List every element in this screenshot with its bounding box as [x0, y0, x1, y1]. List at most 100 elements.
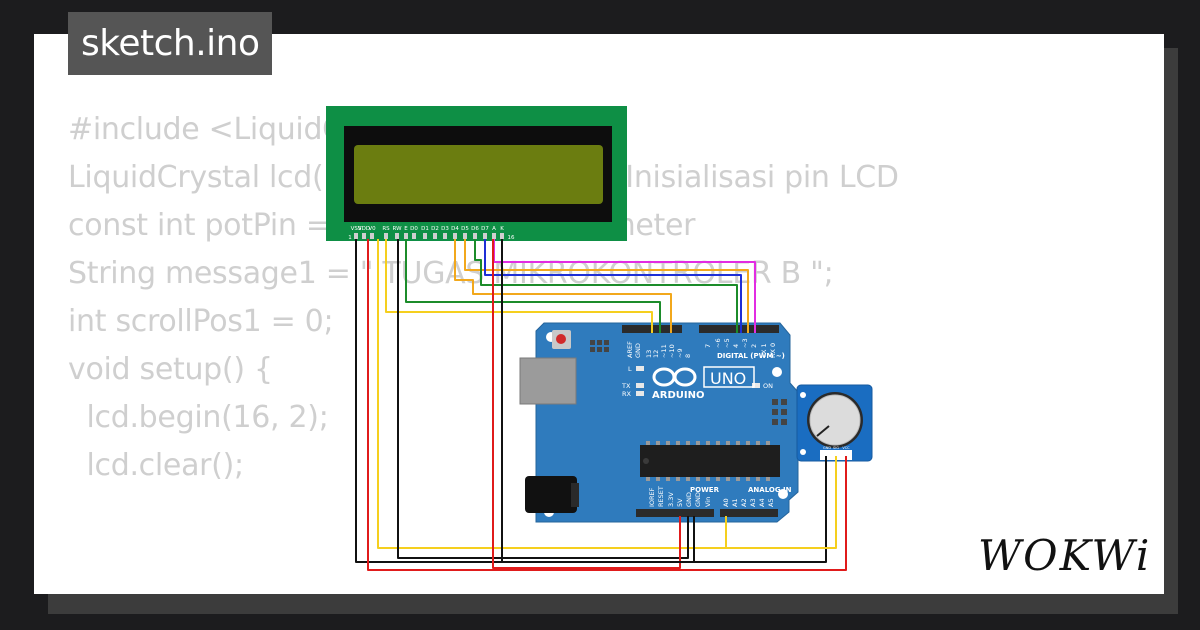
digital-pin-labels: AREF GND 13 12 ~11 ~10 ~9 8 7 ~6 ~5 4 ~3…	[626, 338, 777, 359]
code-line: void setup() {	[68, 352, 273, 387]
lcd-display[interactable]: VSS VDD V0 RS RW E D0 D1 D2 D3 D4 D5 D6 …	[326, 106, 627, 241]
lcd-screen	[354, 145, 603, 204]
potentiometer[interactable]: GND SIG VCC	[796, 384, 873, 462]
pin-label: RX 0	[769, 343, 777, 358]
pin-label: 4	[732, 344, 740, 348]
lcd-pin-label: V0	[368, 226, 376, 232]
wire-red-a[interactable]	[492, 239, 681, 569]
code-line: lcd.begin(16, 2);	[68, 400, 329, 435]
pin-label: IOREF	[648, 487, 656, 507]
arduino-model: UNO	[710, 369, 746, 388]
model-badge	[703, 366, 755, 388]
pin-label: A5	[767, 498, 775, 507]
pin-label: 12	[652, 350, 660, 358]
led-label: L	[628, 365, 632, 373]
project-title: sketch.ino	[68, 12, 273, 75]
power-header	[636, 509, 714, 517]
chip-pins	[646, 441, 770, 481]
pin-label: 8	[684, 354, 692, 358]
lcd-pin-label: D3	[441, 226, 449, 232]
pin-label: GND	[634, 343, 642, 358]
power-pin-labels: IOREF RESET 3.3V 5V GND GND Vin	[648, 486, 712, 507]
wire-red-vdd[interactable]	[367, 239, 847, 571]
lcd-pin-label: D5	[461, 226, 469, 232]
pin-label: 2	[750, 344, 758, 348]
wire-black-rw[interactable]	[397, 239, 689, 559]
pin-label: TX 1	[760, 343, 768, 359]
wire-orange-d5[interactable]	[454, 239, 672, 333]
lcd-pin-label: D7	[481, 226, 489, 232]
pin-label: ~10	[668, 344, 676, 358]
analog-header-label: ANALOG IN	[748, 486, 792, 494]
pin-label: A0	[722, 498, 730, 507]
pin-label: ~3	[741, 338, 749, 348]
power-header-label: POWER	[690, 486, 720, 494]
wokwi-logo: WOKWi	[978, 531, 1151, 580]
pin-label: 7	[704, 344, 712, 348]
icsp-header-right	[772, 399, 787, 425]
lcd-pin-number: 1	[348, 235, 352, 241]
led-label: RX	[622, 390, 632, 398]
lcd-pin-header	[354, 233, 504, 239]
pin-label: 3.3V	[667, 492, 675, 507]
lcd-pin-labels: VSS VDD V0 RS RW E D0 D1 D2 D3 D4 D5 D6 …	[348, 226, 515, 241]
wire-green-d4[interactable]	[405, 239, 661, 333]
lcd-pin-label: D4	[451, 226, 459, 232]
pot-indicator	[816, 425, 830, 437]
pot-pin-label: GND	[823, 446, 831, 450]
wires	[355, 239, 847, 571]
arduino-logo-icon	[652, 367, 697, 387]
pin-label: A1	[731, 498, 739, 507]
pot-pin-label: VCC	[842, 446, 850, 450]
mounting-hole	[772, 367, 782, 377]
digital-header-label: DIGITAL (PWM ~)	[717, 352, 785, 360]
code-line: int scrollPos1 = 0;	[68, 304, 334, 339]
pin-label: 13	[645, 350, 653, 358]
wire-yellow-rs[interactable]	[385, 239, 653, 333]
arduino-uno[interactable]: AREF GND 13 12 ~11 ~10 ~9 8 7 ~6 ~5 4 ~3…	[519, 322, 799, 523]
power-jack	[525, 476, 577, 513]
atmega-chip	[640, 445, 780, 477]
pin-label: ~9	[676, 348, 684, 358]
pin-label: 5V	[676, 498, 684, 507]
pin-label: ~11	[660, 344, 668, 358]
usb-connector	[519, 357, 577, 405]
pin-label: ~5	[723, 338, 731, 348]
lcd-pin-label: RW	[392, 226, 402, 232]
led-rx	[636, 391, 644, 396]
wire-yellow-v0[interactable]	[377, 239, 837, 549]
lcd-pin-label: D1	[421, 226, 429, 232]
lcd-pin-label: A	[492, 226, 496, 232]
wire-blue[interactable]	[484, 239, 742, 333]
pin-label: A3	[749, 498, 757, 507]
pin-label: Vin	[704, 497, 712, 507]
led-l	[636, 366, 644, 371]
mounting-hole	[778, 489, 788, 499]
lcd-pin-label: D6	[471, 226, 479, 232]
pin-label: A4	[758, 498, 766, 507]
lcd-pin-label: RS	[382, 226, 390, 232]
pin-label: AREF	[626, 341, 634, 358]
arduino-brand: ARDUINO	[652, 390, 704, 401]
pin-label: A2	[740, 498, 748, 507]
lcd-pin-label: D2	[431, 226, 439, 232]
analog-pin-labels: A0 A1 A2 A3 A4 A5	[722, 498, 775, 507]
pot-knob[interactable]	[809, 394, 861, 446]
wire-orange-d6[interactable]	[464, 239, 749, 333]
analog-header	[720, 509, 778, 517]
led-label: ON	[763, 382, 773, 390]
pot-pin-strip	[820, 450, 852, 460]
pin-label: RESET	[657, 486, 665, 507]
status-leds: L TX RX ON	[621, 365, 773, 398]
wire-black-k[interactable]	[501, 239, 695, 563]
wire-green-d7[interactable]	[474, 239, 738, 333]
led-on	[752, 383, 760, 388]
pin-label: GND	[685, 492, 693, 507]
icsp-header	[590, 340, 609, 352]
reset-button[interactable]	[556, 334, 566, 344]
digital-header-right	[699, 325, 779, 333]
code-line: lcd.clear();	[68, 448, 244, 483]
lcd-pin-label: E	[404, 226, 408, 232]
pin-label: GND	[694, 492, 702, 507]
